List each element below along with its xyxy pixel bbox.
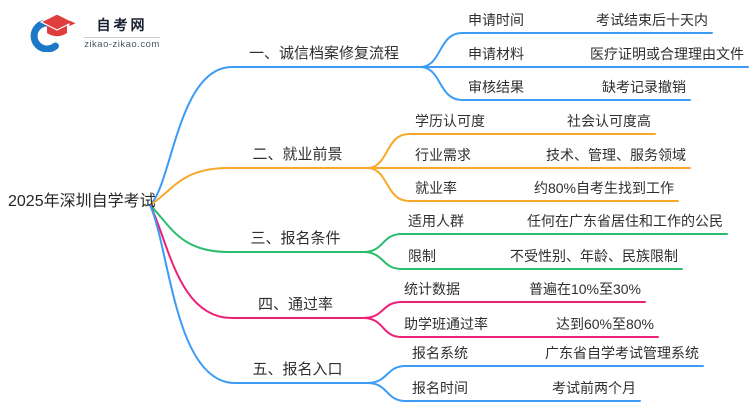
branch-label-1[interactable]: 一、诚信档案修复流程 [248, 45, 399, 62]
leaf-row: 适用人群 任何在广东省居住和工作的公民 [392, 210, 727, 234]
branch-label-2[interactable]: 二、就业前景 [252, 146, 343, 163]
leaf-row: 就业率 约80%自考生找到工作 [399, 177, 678, 201]
leaf-value[interactable]: 任何在广东省居住和工作的公民 [527, 213, 723, 229]
leaf-value[interactable]: 医疗证明或合理理由文件 [590, 46, 744, 62]
leaf-key[interactable]: 就业率 [415, 180, 457, 196]
leaf-value[interactable]: 广东省自学考试管理系统 [545, 345, 699, 361]
graduation-cap-logo-icon [30, 13, 76, 52]
leaf-row: 申请时间 考试结束后十天内 [452, 9, 712, 33]
leaf-row: 申请材料 医疗证明或合理理由文件 [452, 43, 748, 67]
leaf-key[interactable]: 申请材料 [468, 46, 524, 62]
leaf-key[interactable]: 学历认可度 [415, 113, 485, 129]
leaf-key[interactable]: 适用人群 [408, 213, 464, 229]
branch-label-5[interactable]: 五、报名入口 [252, 361, 343, 378]
leaf-key[interactable]: 申请时间 [468, 12, 524, 28]
leaf-value[interactable]: 考试结束后十天内 [596, 12, 708, 28]
logo-divider [84, 36, 160, 38]
leaf-value[interactable]: 考试前两个月 [552, 380, 636, 396]
leaf-row: 报名系统 广东省自学考试管理系统 [396, 342, 703, 366]
leaf-key[interactable]: 审核结果 [468, 79, 524, 95]
leaf-value[interactable]: 社会认可度高 [567, 113, 651, 129]
branch-label-3[interactable]: 三、报名条件 [250, 230, 341, 247]
leaf-row: 统计数据 普遍在10%至30% [388, 278, 645, 302]
leaf-value[interactable]: 达到60%至80% [555, 316, 654, 332]
leaf-key[interactable]: 报名时间 [412, 380, 468, 396]
leaf-value[interactable]: 缺考记录撤销 [602, 79, 686, 95]
leaf-value[interactable]: 技术、管理、服务领域 [546, 147, 686, 163]
leaf-value[interactable]: 普遍在10%至30% [528, 281, 641, 297]
leaf-key[interactable]: 报名系统 [412, 345, 468, 361]
leaf-value[interactable]: 约80%自考生找到工作 [533, 180, 674, 196]
site-url[interactable]: zikao-zikao.com [84, 38, 160, 50]
leaf-value[interactable]: 不受性别、年龄、民族限制 [510, 248, 678, 264]
leaf-key[interactable]: 行业需求 [415, 147, 471, 163]
leaf-row: 行业需求 技术、管理、服务领域 [399, 144, 690, 168]
leaf-row: 报名时间 考试前两个月 [396, 377, 640, 401]
logo-text: 自考网 zikao-zikao.com [84, 15, 160, 50]
leaf-row: 学历认可度 社会认可度高 [399, 110, 655, 134]
branch-label-4[interactable]: 四、通过率 [257, 296, 333, 313]
leaf-key[interactable]: 统计数据 [404, 281, 460, 297]
leaf-key[interactable]: 限制 [408, 248, 436, 264]
leaf-row: 助学班通过率 达到60%至80% [388, 313, 658, 337]
leaf-row: 审核结果 缺考记录撤销 [452, 76, 690, 100]
leaf-key[interactable]: 助学班通过率 [404, 316, 488, 332]
site-logo[interactable]: 自考网 zikao-zikao.com [30, 12, 160, 52]
leaf-row: 限制 不受性别、年龄、民族限制 [392, 245, 682, 269]
root-node[interactable]: 2025年深圳自学考试 [8, 193, 156, 210]
site-name: 自考网 [96, 16, 148, 33]
